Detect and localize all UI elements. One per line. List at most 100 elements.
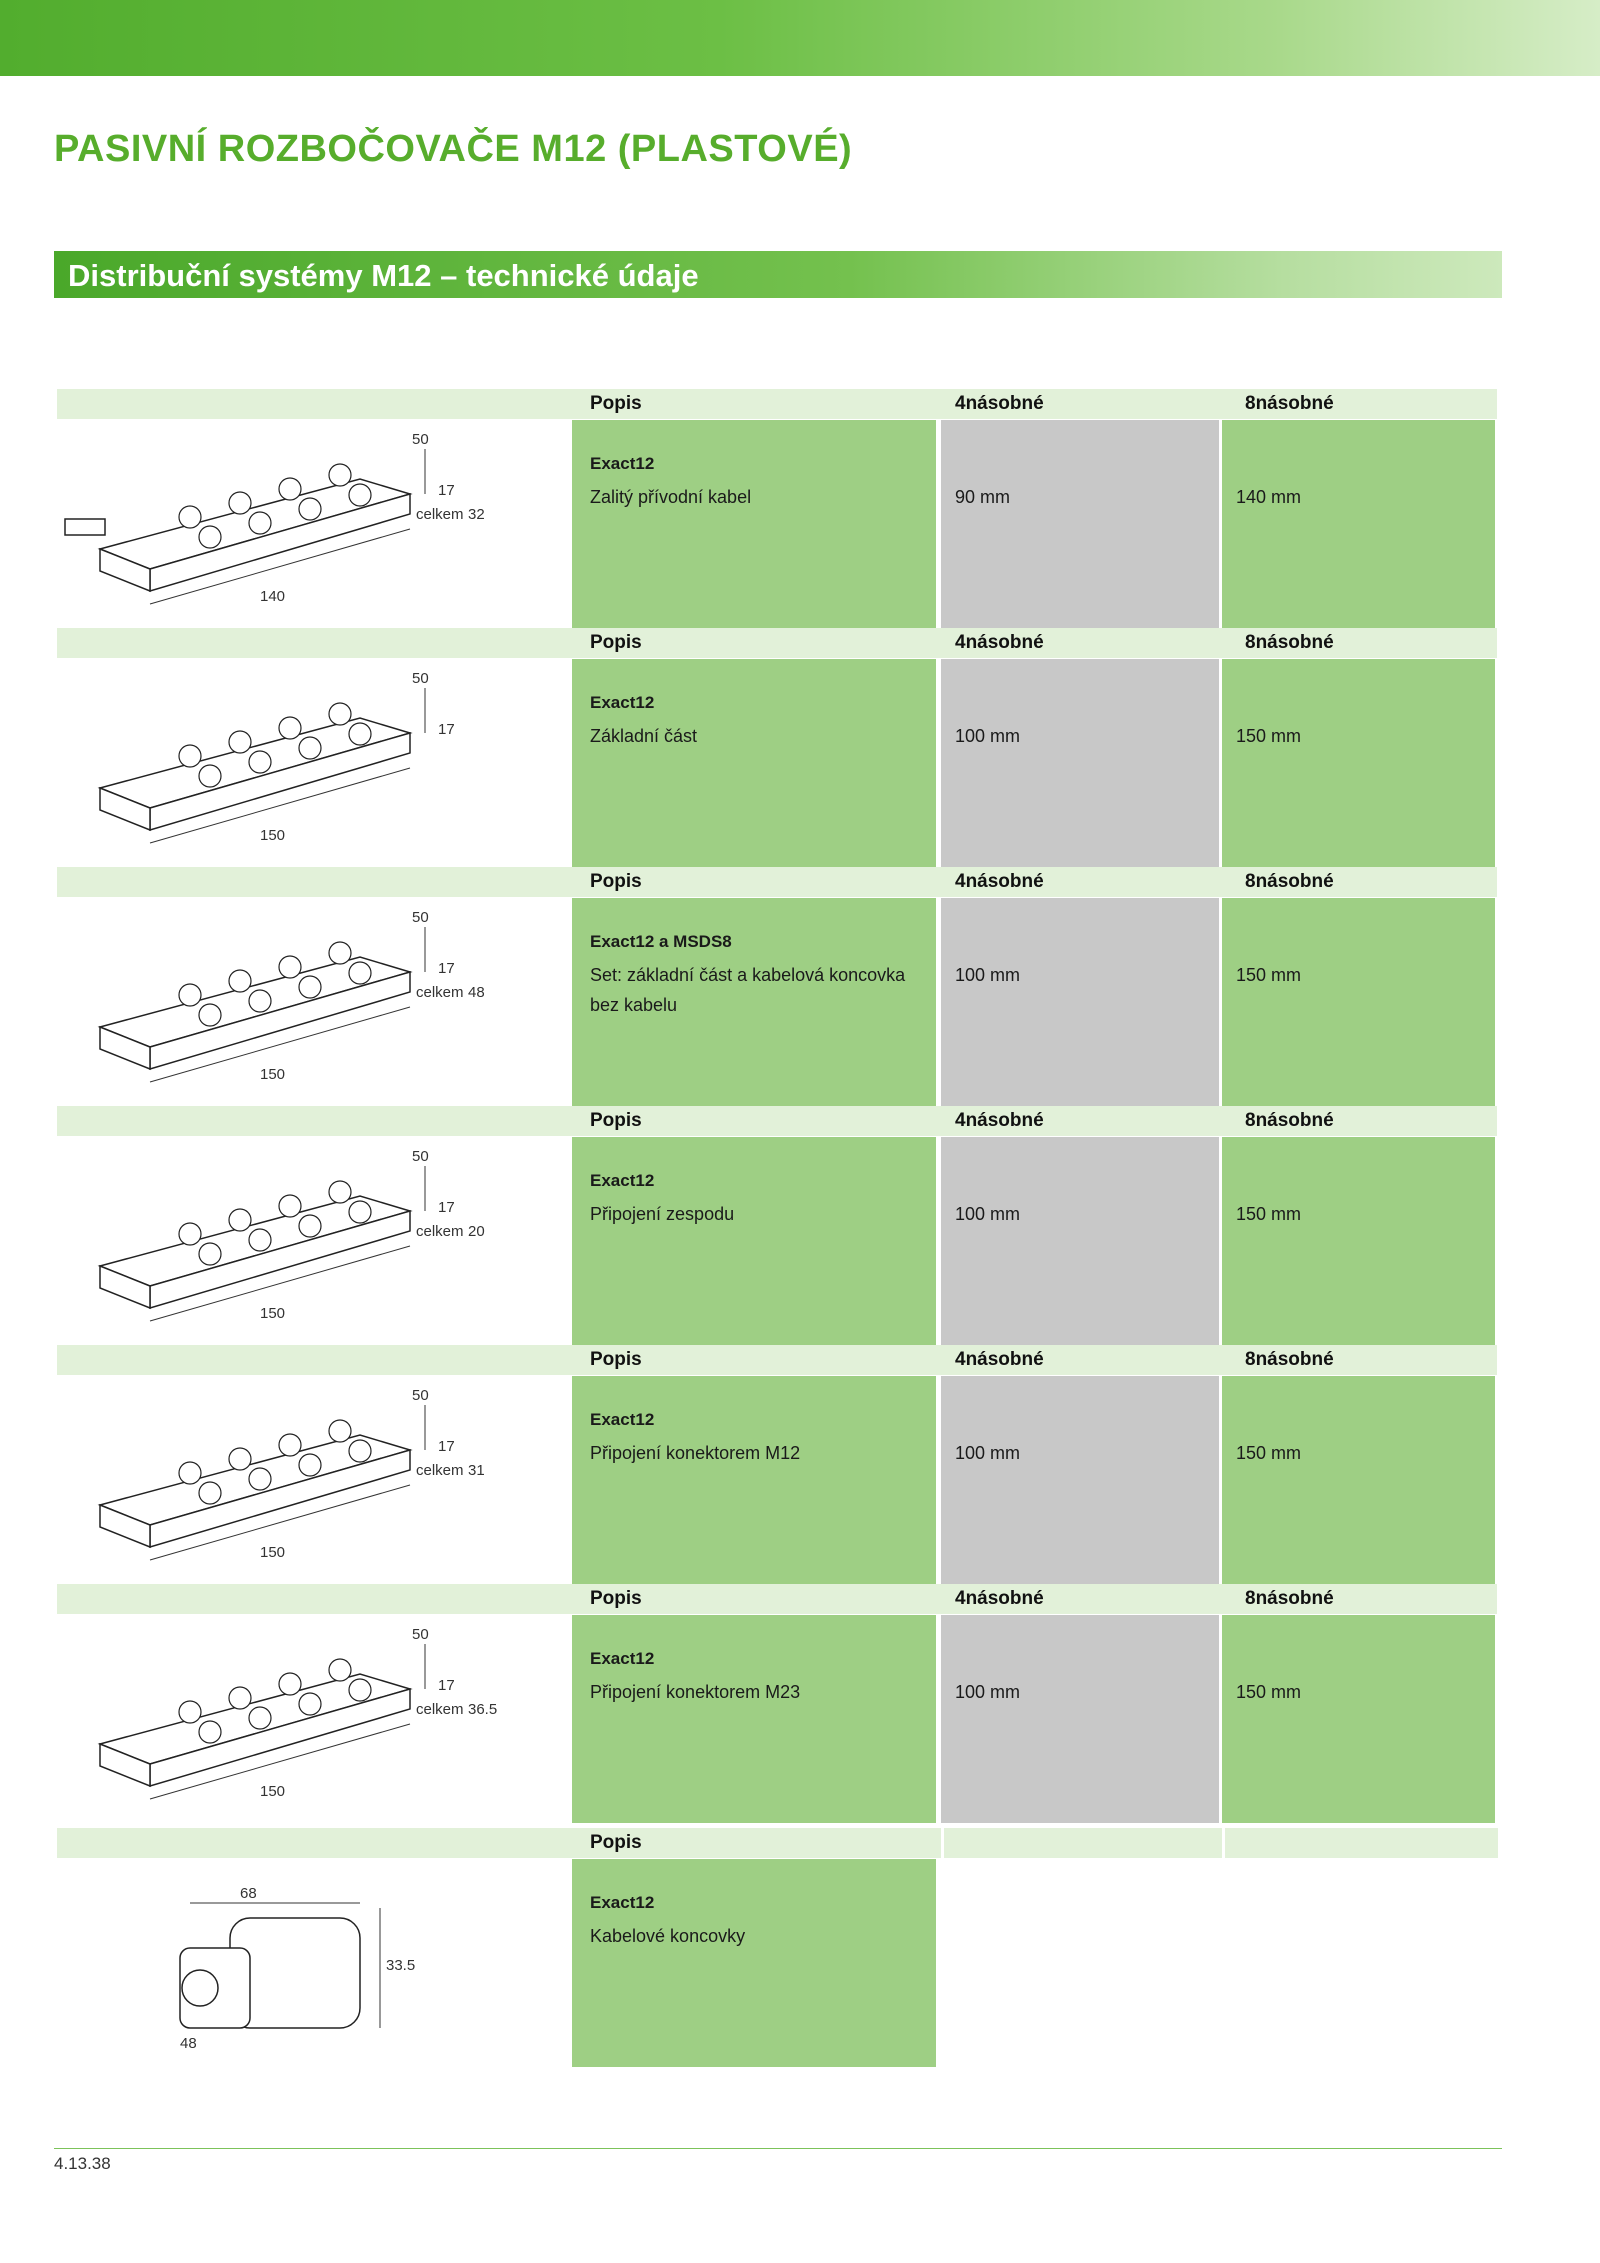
column-header-eight: 8násobné: [1245, 393, 1334, 414]
product-description: Zalitý přívodní kabel: [590, 487, 752, 507]
product-description: Základní část: [590, 726, 698, 746]
table-row-header: [57, 628, 1497, 658]
dimension-total: 36.5: [468, 1701, 497, 1718]
product-name: Exact12 a MSDS8: [590, 932, 732, 951]
dimension-width: 50: [412, 909, 429, 926]
m12-socket-icons: [178, 702, 372, 788]
column-header-eight: 8násobné: [1245, 1110, 1334, 1131]
page-number: 4.13.38: [54, 2154, 111, 2173]
dimension-height: 17: [438, 1199, 455, 1216]
eight-cell: 150 mm: [1222, 898, 1495, 1106]
four-value: 100 mm: [955, 1204, 1021, 1224]
eight-cell: 150 mm: [1222, 1615, 1495, 1823]
m12-socket-icons: [178, 463, 372, 549]
eight-value: 150 mm: [1236, 1443, 1302, 1463]
product-description: Kabelové koncovky: [590, 1926, 746, 1946]
top-color-bar: [0, 0, 1600, 76]
product-description: Připojení konektorem M12: [590, 1443, 801, 1463]
column-header-desc: Popis: [590, 1110, 642, 1131]
column-header-four: 4násobné: [955, 632, 1044, 653]
m12-socket-icons: [178, 1180, 372, 1266]
column-header-eight: 8násobné: [1245, 632, 1334, 653]
table-row-header: [57, 1106, 1497, 1136]
four-cell: 90 mm: [941, 420, 1219, 628]
four-cell: 100 mm: [941, 659, 1219, 867]
dimension-length: 140: [260, 588, 285, 605]
eight-value: 140 mm: [1236, 487, 1302, 507]
column-header-desc: Popis: [590, 393, 642, 414]
column-header-four: 4násobné: [955, 871, 1044, 892]
dimension-length: 150: [260, 1783, 285, 1800]
eight-cell: 150 mm: [1222, 1376, 1495, 1584]
dimension-total: 31: [468, 1462, 485, 1479]
product-name: Exact12: [590, 1410, 655, 1429]
dimension-height: 17: [438, 1677, 455, 1694]
table-row-header: [57, 1345, 1497, 1375]
eight-cell: 150 mm: [1222, 1137, 1495, 1345]
dimension-total: 48: [468, 984, 485, 1001]
m12-socket-icons: [178, 1658, 372, 1744]
four-header-spacer: [941, 1828, 1222, 1858]
column-header-four: 4násobné: [955, 1110, 1044, 1131]
column-header-eight: 8násobné: [1245, 1588, 1334, 1609]
dimension-width: 50: [412, 431, 429, 448]
eight-value: 150 mm: [1236, 726, 1302, 746]
column-header-four: 4násobné: [955, 393, 1044, 414]
dimension-length: 150: [260, 1066, 285, 1083]
dimension-length: 150: [260, 827, 285, 844]
product-description: Připojení zespodu: [590, 1204, 735, 1224]
dimension-height: 33.5: [386, 1957, 415, 1974]
column-header-desc: Popis: [590, 871, 642, 892]
dimension-total-label: celkem: [416, 506, 464, 523]
page-title: PASIVNÍ ROZBOČOVAČE M12 (PLASTOVÉ): [54, 128, 853, 170]
column-header-four: 4násobné: [955, 1588, 1044, 1609]
dimension-total: 32: [468, 506, 485, 523]
dimension-total-label: celkem: [416, 1701, 464, 1718]
product-description: Set: základní část a kabelová koncovka b…: [590, 965, 906, 1015]
dimension-total-label: celkem: [416, 1223, 464, 1240]
dimension-total-label: celkem: [416, 1462, 464, 1479]
four-value: 90 mm: [955, 487, 1011, 507]
column-header-desc: Popis: [590, 1349, 642, 1370]
eight-header-spacer: [1222, 1828, 1498, 1858]
product-name: Exact12: [590, 1649, 655, 1668]
product-name: Exact12: [590, 693, 655, 712]
four-cell: 100 mm: [941, 898, 1219, 1106]
four-cell: 100 mm: [941, 1615, 1219, 1823]
section-title: Distribuční systémy M12 – technické údaj…: [68, 258, 699, 293]
column-header-eight: 8násobné: [1245, 1349, 1334, 1370]
dimension-height: 17: [438, 721, 455, 738]
dimension-length: 150: [260, 1305, 285, 1322]
dimension-total-label: celkem: [416, 984, 464, 1001]
product-name: Exact12: [590, 454, 655, 473]
eight-value: 150 mm: [1236, 1682, 1302, 1702]
eight-cell: 150 mm: [1222, 659, 1495, 867]
dimension-depth: 48: [180, 2035, 197, 2052]
column-header-eight: 8násobné: [1245, 871, 1334, 892]
table-row-header: [57, 867, 1497, 897]
table-row-header: [57, 389, 1497, 419]
dimension-width: 50: [412, 1387, 429, 1404]
dimension-height: 17: [438, 482, 455, 499]
footer-divider: [54, 2148, 1502, 2149]
product-description: Připojení konektorem M23: [590, 1682, 801, 1702]
